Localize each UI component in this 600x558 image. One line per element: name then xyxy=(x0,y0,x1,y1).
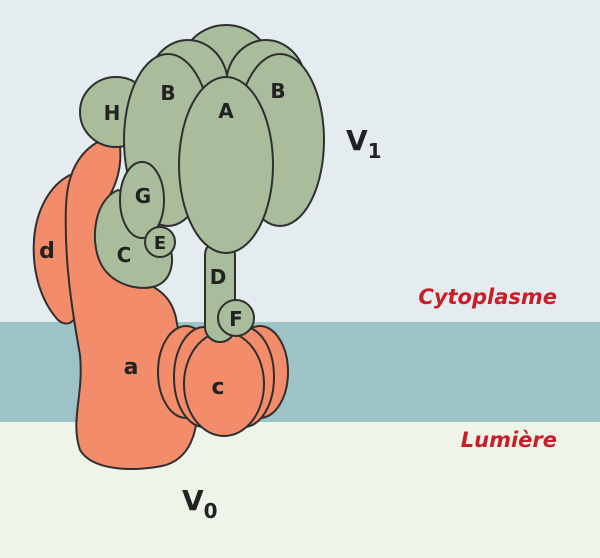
subunit-a-v1-shape xyxy=(178,76,274,254)
label-c-ring: c xyxy=(211,375,224,400)
label-d-stalk: D xyxy=(210,265,227,289)
label-a-v1: A xyxy=(218,99,234,123)
subunit-f-shape xyxy=(217,299,255,337)
domain-v0-base: V xyxy=(182,484,204,517)
label-b-right: B xyxy=(270,79,285,103)
label-g: G xyxy=(135,184,151,208)
domain-v1-sub: 1 xyxy=(368,139,382,163)
label-d-v0: d xyxy=(39,239,55,264)
domain-v0-label: V0 xyxy=(182,484,218,523)
domain-v1-base: V xyxy=(346,124,368,157)
subunit-c-ring xyxy=(157,325,289,437)
label-b-left: B xyxy=(160,81,175,105)
subunit-g-shape xyxy=(119,161,165,239)
region-cytoplasm-label: Cytoplasme xyxy=(418,285,557,309)
label-c-peripheral: C xyxy=(117,243,132,267)
subunit-e-shape xyxy=(144,226,176,258)
label-f: F xyxy=(229,307,243,331)
label-a-v0: a xyxy=(124,355,139,380)
label-e: E xyxy=(154,233,166,254)
domain-v0-sub: 0 xyxy=(204,499,218,523)
region-lumen-label: Lumière xyxy=(461,428,557,452)
domain-v1-label: V1 xyxy=(346,124,382,163)
label-h: H xyxy=(104,101,121,125)
